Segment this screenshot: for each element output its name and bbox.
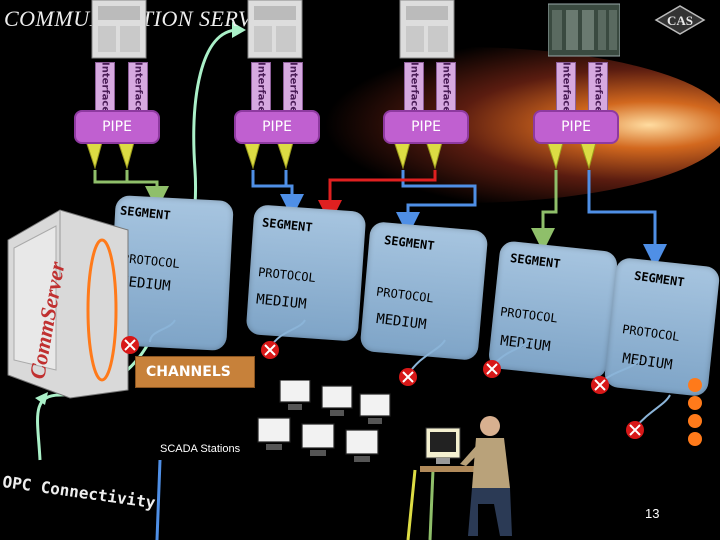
error-icon <box>591 376 609 394</box>
operator-body <box>472 438 510 488</box>
channels-bar: CHANNELS <box>135 356 255 388</box>
pipe-block: PIPE <box>74 110 160 144</box>
scada-label: SCADA Stations <box>160 443 241 455</box>
interface-label: Interface <box>132 62 144 114</box>
error-icon <box>121 336 139 354</box>
computer-icon <box>359 393 391 417</box>
io-module-device <box>246 0 304 60</box>
computer-icon <box>257 417 291 443</box>
comm-server-tower: CommServer <box>7 209 129 399</box>
scada-workstations <box>257 380 391 462</box>
pipe-block: PIPE <box>234 110 320 144</box>
opc-arrow-head <box>232 22 246 38</box>
interface-label: Interface <box>408 62 420 114</box>
feeder-line <box>155 459 162 540</box>
io-module-device <box>90 0 148 60</box>
channel-lead <box>407 339 446 376</box>
page-number: 13 <box>645 506 660 521</box>
red-connector <box>318 170 437 224</box>
logo-text: CAS <box>667 13 693 28</box>
io-module-device <box>398 0 456 60</box>
blue-connector <box>251 170 304 218</box>
blue-connector <box>587 170 667 268</box>
operator-head <box>480 416 500 436</box>
error-icon <box>626 421 644 439</box>
pipe-label: PIPE <box>561 119 591 135</box>
operator-workstation <box>420 416 512 536</box>
computer-icon <box>321 385 353 409</box>
computer-icon <box>279 380 311 403</box>
error-icon <box>261 341 279 359</box>
pipe-block: PIPE <box>533 110 619 144</box>
error-icon <box>399 368 417 386</box>
pipe-label: PIPE <box>262 119 292 135</box>
interface-tab: Interface <box>128 62 148 114</box>
feeder-line <box>406 469 417 540</box>
channel-lead <box>149 319 176 343</box>
computer-icon <box>301 423 335 449</box>
interface-label: Interface <box>287 62 299 114</box>
interface-label: Interface <box>255 62 267 114</box>
interface-tab: Interface <box>556 62 576 114</box>
interface-label: Interface <box>99 62 111 114</box>
decor-dot <box>688 378 702 392</box>
pipe-block: PIPE <box>383 110 469 144</box>
error-badges <box>121 336 644 439</box>
opc-arrow-head <box>35 392 48 405</box>
blue-connector <box>396 170 477 236</box>
decor-dot <box>688 396 702 410</box>
channels-label: CHANNELS <box>146 364 231 380</box>
decor-dot <box>688 414 702 428</box>
decor-dot <box>688 432 702 446</box>
interface-label: Interface <box>440 62 452 114</box>
interface-label: Interface <box>560 62 572 114</box>
green-connector <box>531 170 558 252</box>
interface-label: Interface <box>592 62 604 114</box>
plc-rack-device <box>547 0 621 60</box>
error-icon <box>483 360 501 378</box>
interface-tab: Interface <box>436 62 456 114</box>
pipe-label: PIPE <box>102 119 132 135</box>
interface-tab: Interface <box>283 62 303 114</box>
cas-logo: CAS <box>654 5 706 35</box>
pipe-label: PIPE <box>411 119 441 135</box>
feeder-line <box>428 469 435 540</box>
computer-icon <box>345 429 379 455</box>
